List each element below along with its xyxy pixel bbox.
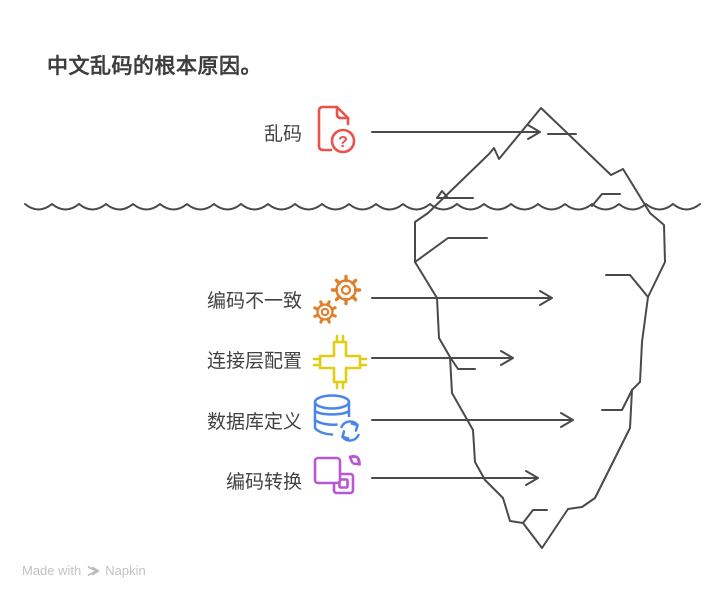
napkin-logo-icon bbox=[87, 565, 100, 576]
chip-connector-icon bbox=[312, 334, 368, 395]
iceberg-cracks bbox=[414, 133, 649, 524]
watermark-brand: Napkin bbox=[105, 563, 146, 578]
label-encoding-conversion: 编码转换 bbox=[225, 472, 302, 493]
arrow-row-3 bbox=[371, 412, 574, 428]
label-connection-config: 连接层配置 bbox=[206, 351, 302, 372]
swap-squares-icon bbox=[310, 446, 368, 509]
arrow-surface bbox=[371, 124, 541, 140]
arrow-row-4 bbox=[371, 470, 539, 486]
iceberg-outline bbox=[414, 107, 666, 549]
waterline bbox=[24, 203, 701, 211]
arrow-row-2 bbox=[371, 350, 514, 366]
watermark-prefix: Made with bbox=[22, 563, 82, 578]
question-mark-glyph: ? bbox=[338, 134, 348, 151]
watermark: Made with Napkin bbox=[22, 563, 146, 578]
database-sync-icon bbox=[306, 390, 370, 455]
document-question-icon: ? bbox=[308, 100, 364, 165]
page-title: 中文乱码的根本原因。 bbox=[47, 55, 262, 78]
label-database-definition: 数据库定义 bbox=[206, 412, 302, 433]
gears-icon bbox=[308, 272, 368, 337]
arrow-row-1 bbox=[371, 290, 553, 306]
label-encoding-mismatch: 编码不一致 bbox=[206, 291, 302, 312]
label-surface-cause: 乱码 bbox=[263, 124, 302, 145]
